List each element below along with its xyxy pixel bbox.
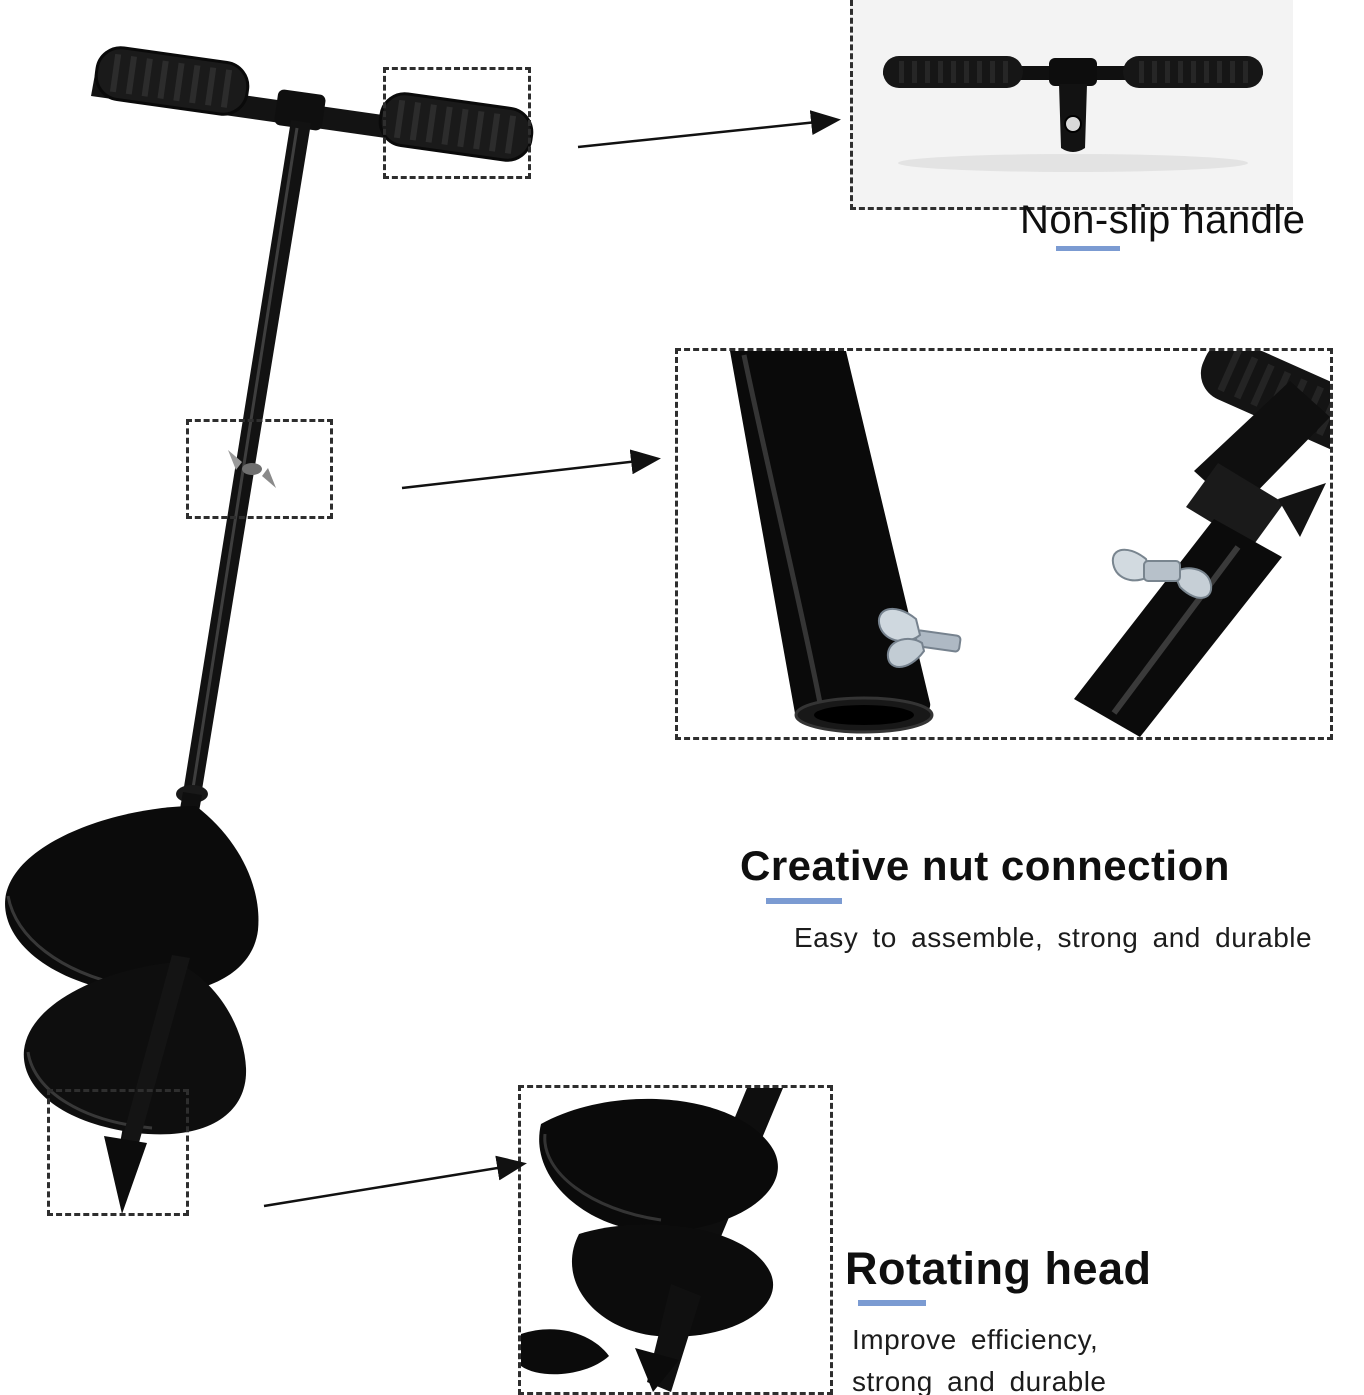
- arrow-to-handle-inset: [577, 110, 841, 149]
- callout-title-head: Rotating head: [845, 1243, 1152, 1294]
- accent-underline-nut: [766, 898, 842, 904]
- highlight-box-handle: [383, 67, 531, 179]
- handle-inset-photo: [850, 0, 1293, 210]
- auger-tip: [104, 1136, 147, 1214]
- inset-right-grip: [1123, 56, 1263, 88]
- callout-subtitle-head-line2: strong and durable: [852, 1366, 1107, 1395]
- head-inset-photo: [518, 1085, 833, 1395]
- callout-title-nut: Creative nut connection: [740, 842, 1230, 889]
- callout-title-handle: Non-slip handle: [1020, 198, 1306, 242]
- shaft: [183, 120, 311, 796]
- highlight-box-nut-joint: [186, 419, 333, 519]
- left-grip: [94, 46, 250, 116]
- auger-flight-upper: [5, 806, 259, 995]
- callout-subtitle-head-line1: Improve efficiency,: [852, 1324, 1099, 1355]
- mid-joint-wing-nut: [228, 450, 276, 488]
- right-grip: [378, 92, 534, 162]
- accent-underline-handle: [1056, 246, 1120, 251]
- inset-left-grip: [883, 56, 1023, 88]
- auger-product-photo: [5, 46, 534, 1214]
- highlight-box-tip: [47, 1089, 189, 1216]
- wing-nut-right: [1111, 548, 1213, 599]
- callout-subtitle-nut: Easy to assemble, strong and durable: [794, 922, 1313, 953]
- accent-underline-head: [858, 1300, 926, 1306]
- wing-bolt-left: [877, 608, 962, 668]
- nut-inset-photo: [675, 348, 1333, 740]
